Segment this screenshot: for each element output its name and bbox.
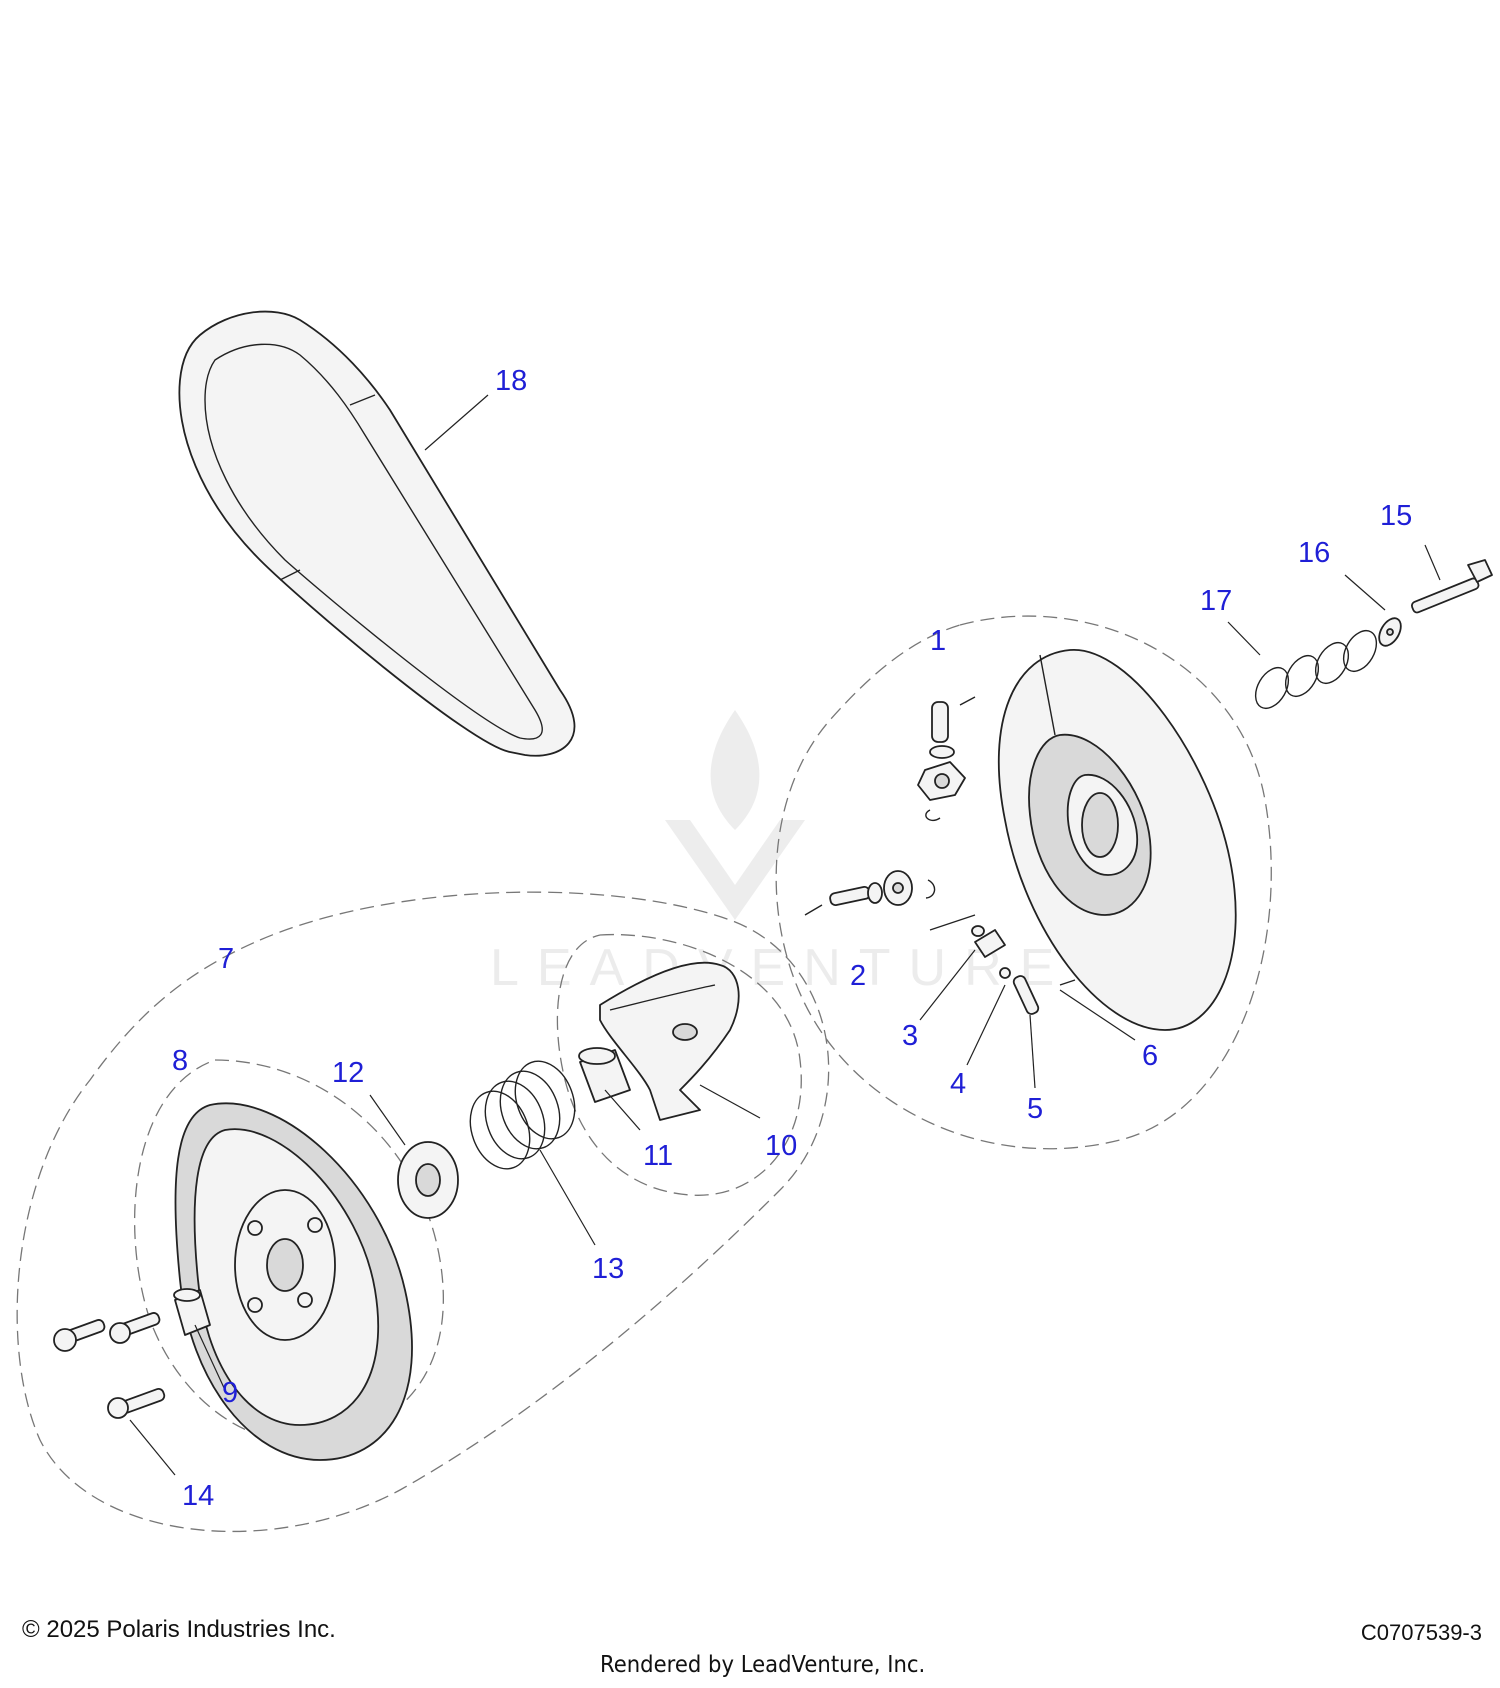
callout-7: 7	[218, 943, 234, 975]
callout-13: 13	[592, 1253, 624, 1285]
washer-16[interactable]	[1375, 615, 1406, 650]
group-outline-8	[133, 1059, 444, 1444]
callout-9: 9	[222, 1377, 238, 1409]
callout-11: 11	[643, 1140, 673, 1172]
leadventure-watermark: LEADVENTURE	[490, 710, 1054, 997]
bolt-15[interactable]	[1410, 559, 1493, 614]
rendered-by-credit: Rendered by LeadVenture, Inc.	[600, 1652, 926, 1678]
group-outline-1	[775, 615, 1272, 1150]
secondary-sheave[interactable]	[174, 1102, 413, 1461]
callout-2: 2	[850, 960, 866, 992]
drive-belt[interactable]	[178, 310, 576, 757]
weight-pin-hardware[interactable]	[804, 870, 936, 916]
spring-13[interactable]	[460, 1053, 585, 1177]
copyright-notice: © 2025 Polaris Industries Inc.	[22, 1616, 336, 1643]
callouts: 1 2 3 4 5 6 7 8 9 10 11 12 13 14 15 16 1…	[172, 365, 1412, 1512]
callout-4: 4	[950, 1068, 966, 1100]
group-outline-10	[556, 933, 802, 1196]
callout-1: 1	[930, 625, 946, 657]
roller-pin-hardware[interactable]	[917, 696, 976, 822]
callout-17: 17	[1200, 585, 1232, 617]
callout-10: 10	[765, 1130, 797, 1162]
shims-17[interactable]	[1249, 625, 1383, 714]
screws-14[interactable]	[53, 1312, 166, 1419]
callout-6: 6	[1142, 1040, 1158, 1072]
leader-lines	[129, 394, 1441, 1476]
roller-bushing[interactable]	[971, 925, 1076, 1016]
callout-18: 18	[495, 365, 527, 397]
helix-cam-10[interactable]	[599, 961, 740, 1121]
callout-12: 12	[332, 1057, 364, 1089]
bushing-9[interactable]	[173, 1288, 211, 1336]
callout-15: 15	[1380, 500, 1412, 532]
spring-seat-12[interactable]	[397, 1141, 459, 1219]
callout-3: 3	[902, 1020, 918, 1052]
drawing-number: C0707539-3	[1360, 1620, 1482, 1645]
callout-8: 8	[172, 1045, 188, 1077]
group-outline-7	[16, 891, 830, 1533]
bushing-11[interactable]	[578, 1047, 631, 1103]
clutch-sheave[interactable]	[997, 649, 1237, 1031]
callout-14: 14	[182, 1480, 214, 1512]
callout-16: 16	[1298, 537, 1330, 569]
callout-5: 5	[1027, 1093, 1043, 1125]
